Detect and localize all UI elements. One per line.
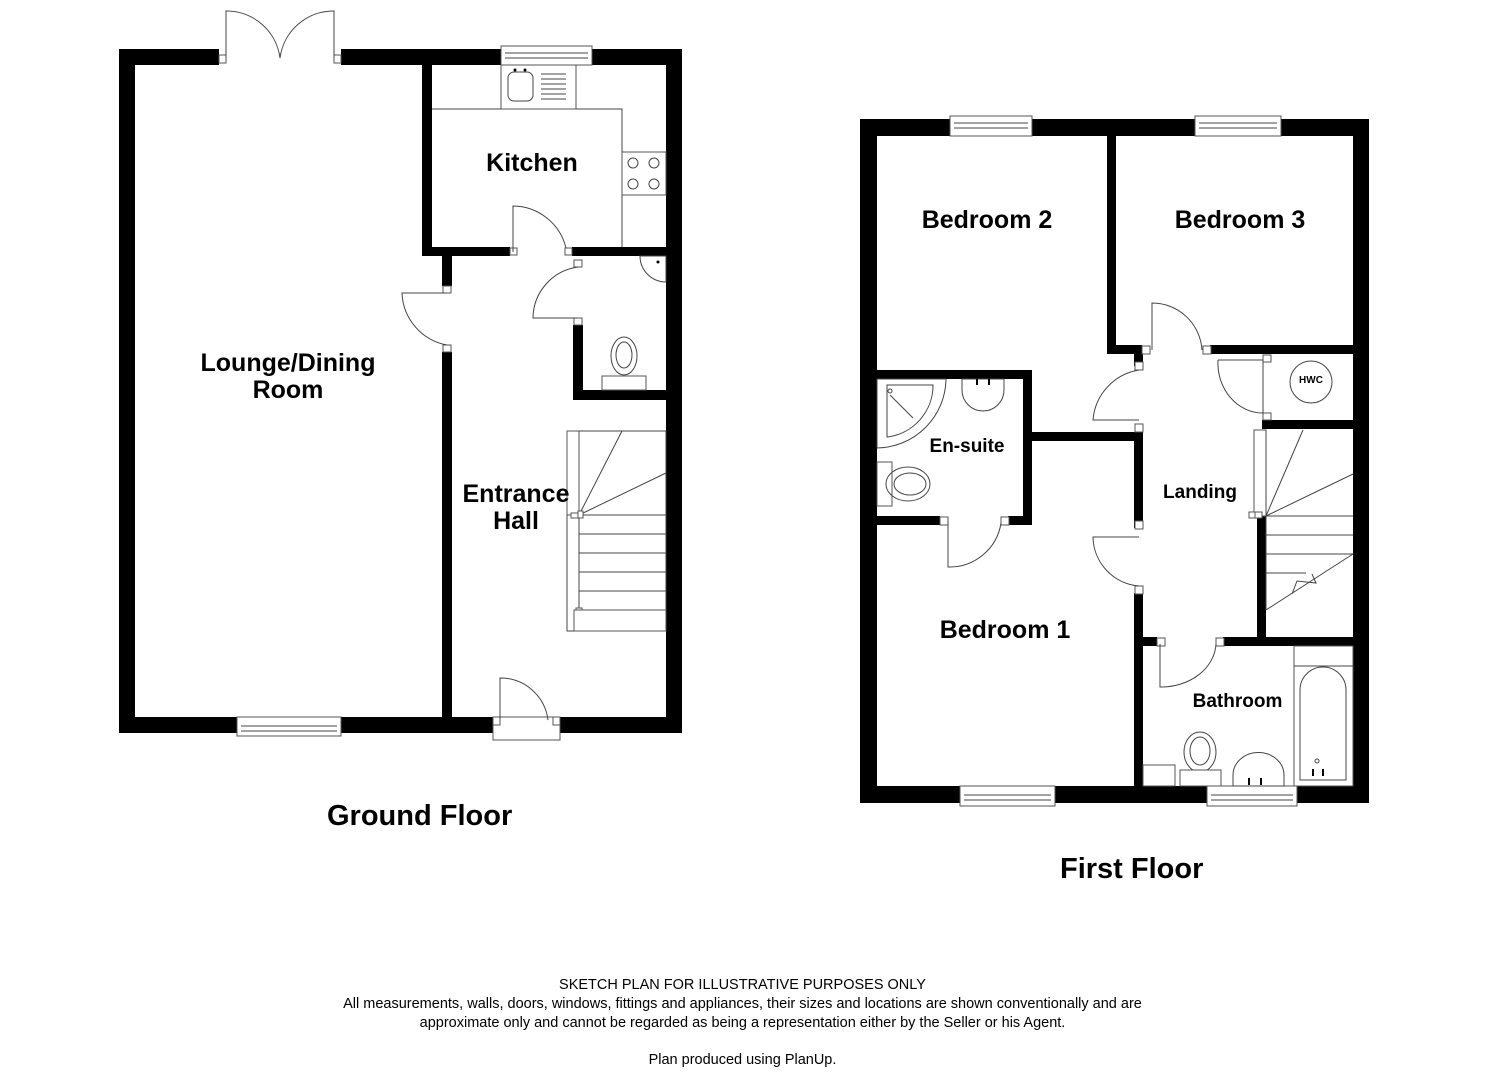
window-icon xyxy=(959,785,1056,807)
plan-credit: Plan produced using PlanUp. xyxy=(648,1052,837,1068)
room-label-bedroom2: Bedroom 2 xyxy=(921,206,1053,234)
disclaimer-line2: All measurements, walls, doors, windows,… xyxy=(343,996,1142,1012)
bedroom2-door-icon xyxy=(1092,369,1140,421)
hob-icon xyxy=(621,151,667,196)
disclaimer-line3: approximate only and cannot be regarded … xyxy=(419,1015,1066,1031)
hwc-door-icon xyxy=(1217,359,1264,414)
wc-icon xyxy=(876,461,931,507)
room-label-kitchen: Kitchen xyxy=(486,149,578,177)
hall-label-line1: Entrance xyxy=(462,480,570,508)
basin-icon xyxy=(961,378,1005,412)
shower-icon xyxy=(876,378,947,449)
gf-wall-bottom-right xyxy=(560,717,682,733)
room-label-bedroom1: Bedroom 1 xyxy=(939,616,1071,644)
basin-icon xyxy=(1232,752,1285,787)
lounge-label-line1: Lounge/Dining xyxy=(200,349,376,377)
bedroom1-door-icon xyxy=(1092,536,1140,587)
window-icon xyxy=(949,115,1033,137)
wc-icon xyxy=(601,336,647,391)
window-icon xyxy=(1194,115,1282,137)
room-label-entrance-hall: Entrance Hall xyxy=(450,481,582,535)
ensuite-door-icon xyxy=(947,521,1002,568)
first-floor-title: First Floor xyxy=(1060,853,1204,885)
ground-floor-title: Ground Floor xyxy=(327,800,513,832)
gf-wall-bottom-left xyxy=(119,717,237,733)
disclaimer-line1: SKETCH PLAN FOR ILLUSTRATIVE PURPOSES ON… xyxy=(559,977,926,993)
french-doors-icon xyxy=(225,10,335,59)
bath-icon xyxy=(1293,645,1354,787)
window-icon xyxy=(500,45,593,66)
gf-wall-top-left xyxy=(119,49,219,65)
gf-wall-top-mid xyxy=(341,49,501,65)
bedroom3-door-icon xyxy=(1151,302,1203,351)
window-icon xyxy=(1206,785,1298,807)
cloakroom-door-icon xyxy=(532,266,579,319)
staircase-icon xyxy=(566,430,667,632)
room-label-bedroom3: Bedroom 3 xyxy=(1174,206,1306,234)
window-icon xyxy=(236,716,342,737)
room-label-ensuite: En-suite xyxy=(929,436,1005,457)
hwc-label: HWC xyxy=(1299,375,1323,386)
room-label-lounge: Lounge/Dining Room xyxy=(168,350,408,404)
gf-wall-left xyxy=(119,49,135,733)
room-label-bathroom: Bathroom xyxy=(1192,691,1283,712)
bathroom-door-icon xyxy=(1159,643,1217,688)
gf-wall-top-right xyxy=(592,49,682,65)
basin-icon xyxy=(639,255,667,283)
gf-wall-bottom-mid xyxy=(341,717,493,733)
lounge-label-line2: Room xyxy=(252,376,324,404)
gf-wall-right xyxy=(666,49,682,733)
kitchen-door-icon xyxy=(512,205,567,252)
hot-water-cylinder-icon xyxy=(1289,360,1333,404)
bathroom-cabinet xyxy=(1142,764,1176,787)
hall-label-line2: Hall xyxy=(493,507,539,535)
wc-icon xyxy=(1179,731,1222,787)
first-floor-plan xyxy=(860,115,1369,807)
lounge-door-icon xyxy=(401,292,448,346)
kitchen-worktop xyxy=(432,64,623,247)
front-door-icon xyxy=(492,677,561,741)
room-label-landing: Landing xyxy=(1163,482,1237,503)
ground-floor-plan xyxy=(119,10,682,741)
staircase-icon xyxy=(1248,429,1354,611)
